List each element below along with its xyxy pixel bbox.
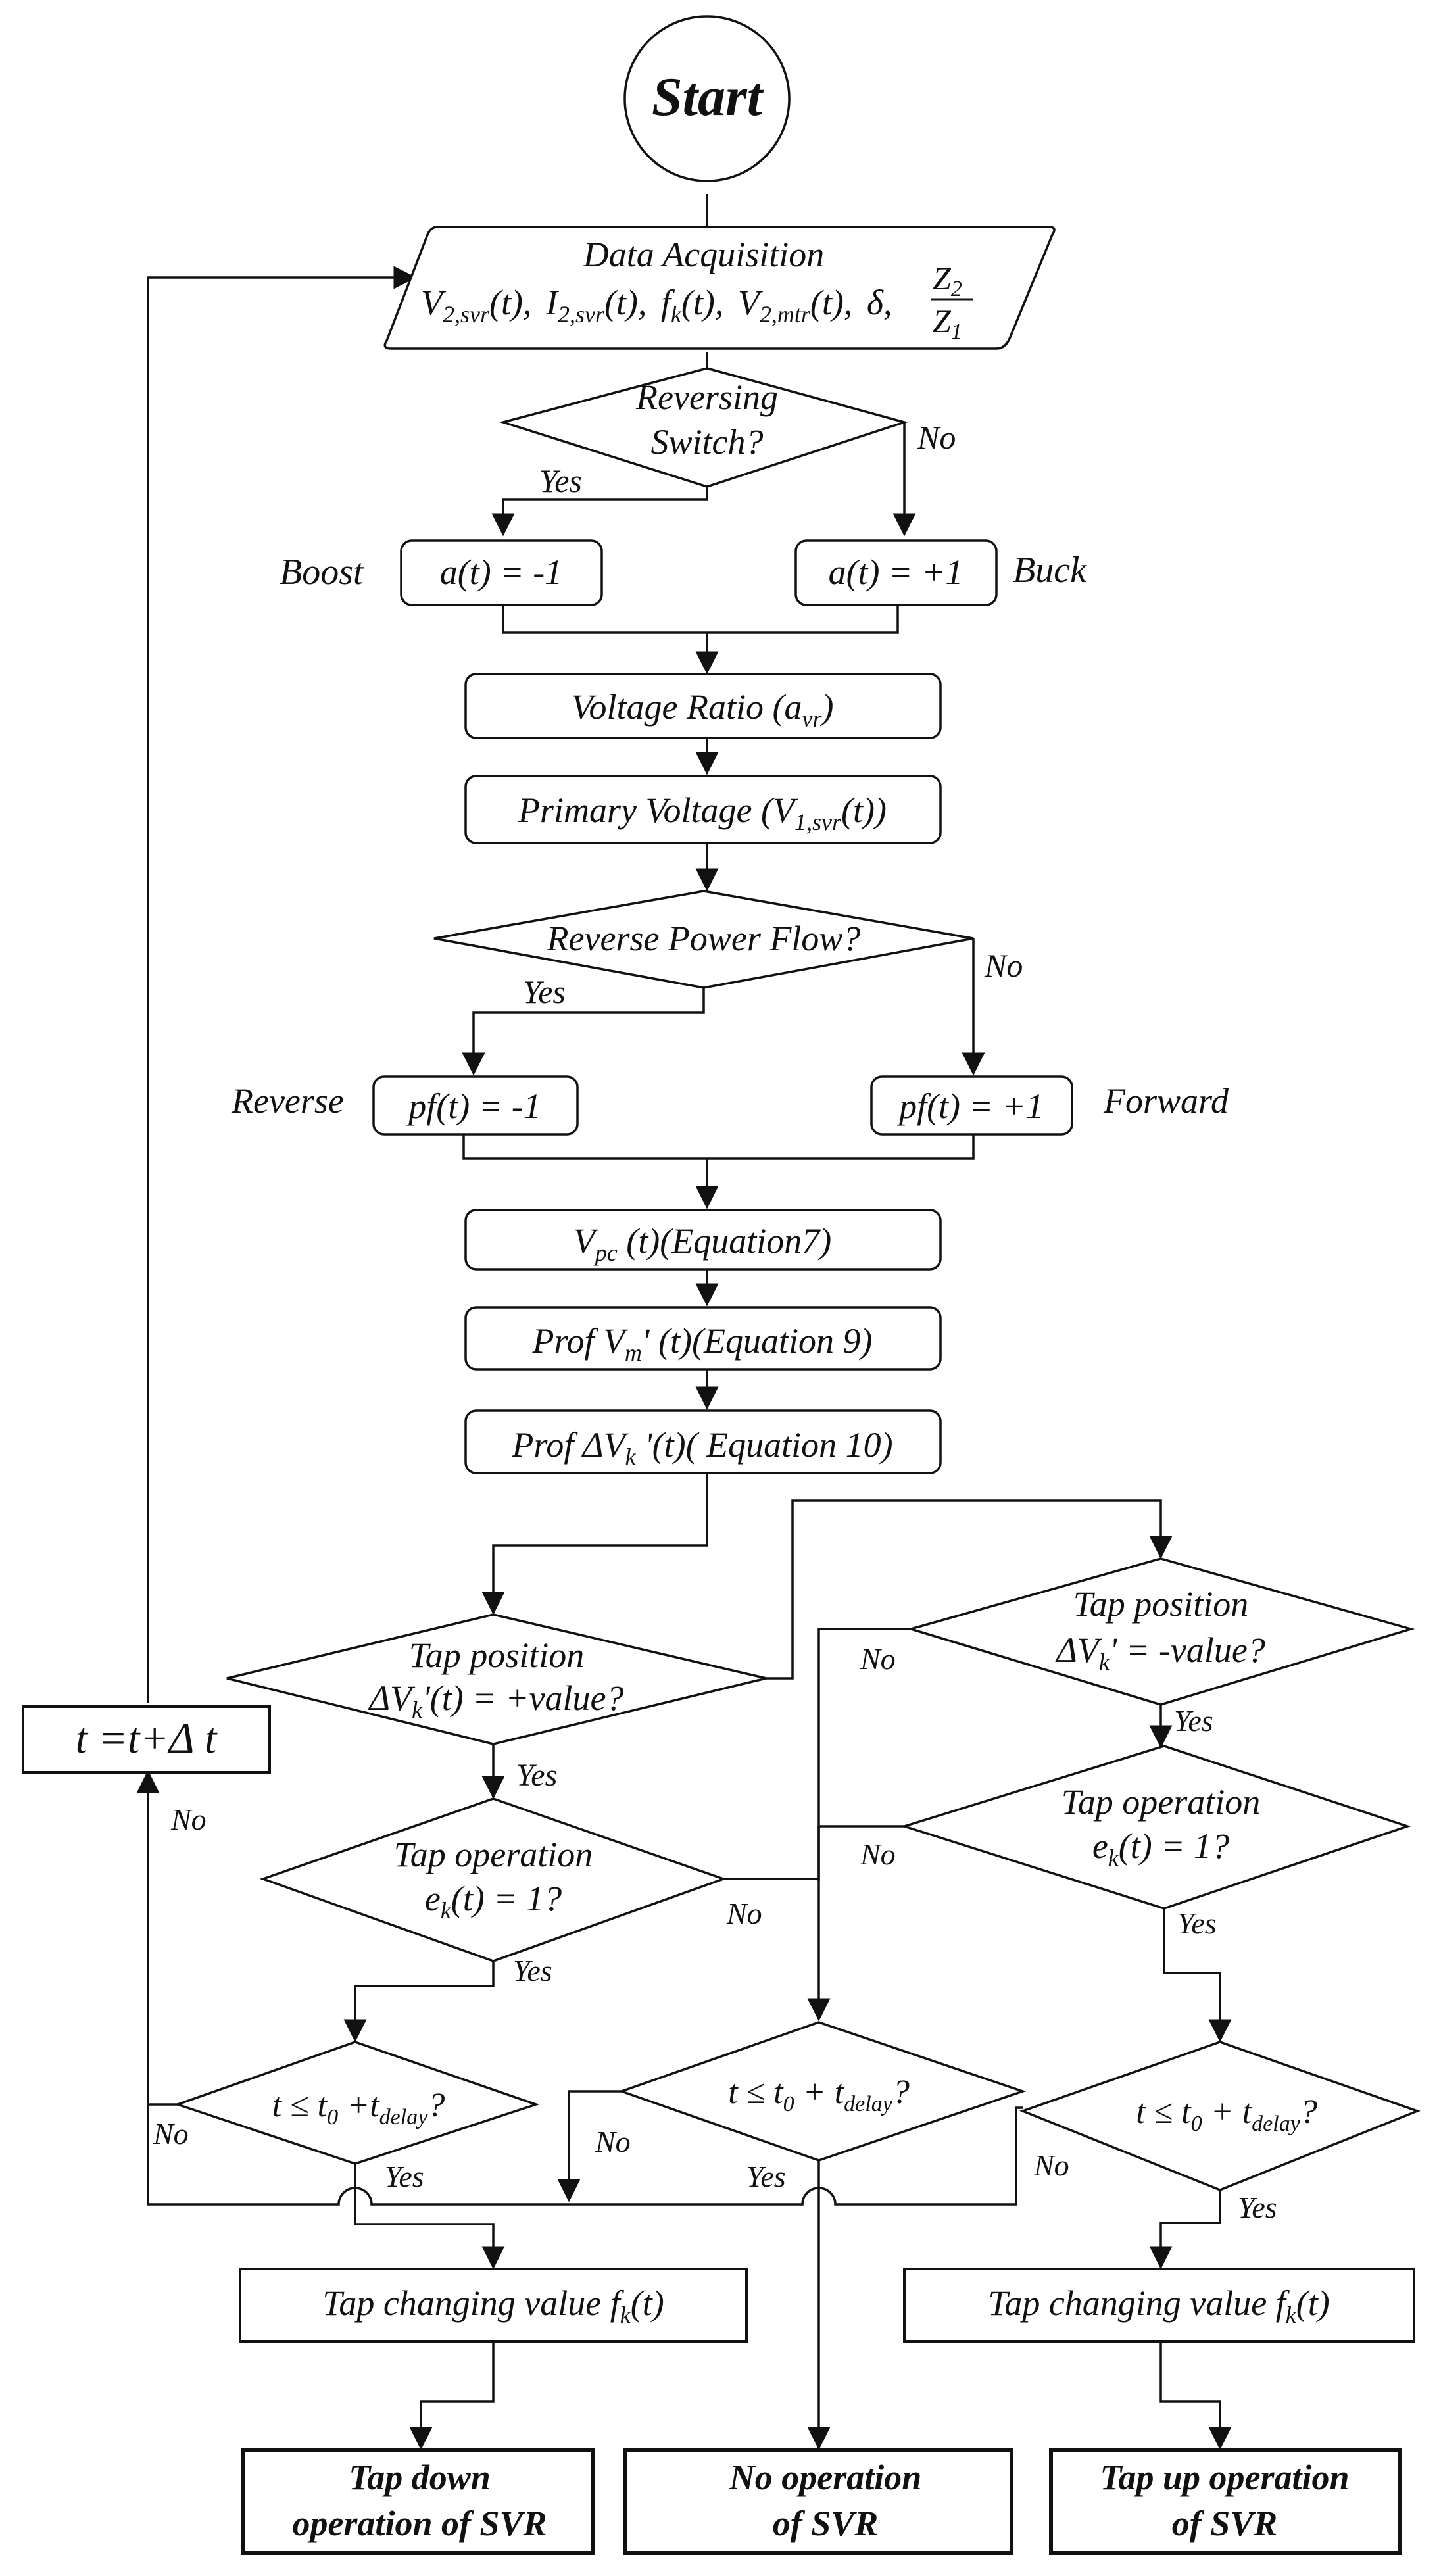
svg-text:ek(t) = 1?: ek(t) = 1? (425, 1879, 562, 1924)
vpc-box: Vpc (t)(Equation7) (464, 1209, 942, 1271)
tap-operation-left-no-label: No (726, 1897, 762, 1930)
tap-changing-left-box: Tap changing value fk(t) (239, 2268, 748, 2343)
reverse-power-flow-decision: Reverse Power Flow? Yes No (433, 890, 1023, 1010)
svg-text:ΔVk'(t) = +value?: ΔVk'(t) = +value? (368, 1678, 623, 1723)
boost-box: a(t) = -1 Boost (280, 539, 603, 606)
svg-text:operation of SVR: operation of SVR (292, 2504, 547, 2543)
reversing-switch-decision: Reversing Switch? Yes No (499, 367, 956, 499)
connectors (136, 194, 1232, 2450)
svg-text:a(t) = +1: a(t) = +1 (829, 552, 963, 592)
tap-position-minus-no-label: No (860, 1642, 896, 1676)
svg-text:No operation: No operation (729, 2458, 922, 2497)
svg-text:Tap changing value fk(t): Tap changing value fk(t) (322, 2283, 664, 2328)
z2-numerator: Z2 (933, 260, 962, 301)
svg-text:t =t+Δ t: t =t+Δ t (76, 1714, 218, 1762)
data-acquisition-node: Data Acquisition V2,svr(t), I2,svr(t), f… (383, 226, 1056, 350)
delay-left-no-label: No (153, 2117, 189, 2151)
reverse-box: pf(t) = -1 Reverse (231, 1075, 579, 1136)
svg-text:Voltage Ratio (avr): Voltage Ratio (avr) (572, 687, 834, 732)
prof-dvk-box: Prof ΔVk '(t)( Equation 10) (464, 1409, 942, 1474)
svg-text:t ≤ t0 +tdelay?: t ≤ t0 +tdelay? (272, 2087, 445, 2129)
tap-operation-left-decision: Tap operation ek(t) = 1? No Yes (259, 1797, 762, 1987)
data-acquisition-title: Data Acquisition (583, 235, 825, 274)
delay-right-decision: t ≤ t0 + tdelay? No Yes (1019, 2041, 1421, 2224)
svg-text:Prof ΔVk '(t)( Equation 10): Prof ΔVk '(t)( Equation 10) (511, 1425, 892, 1470)
svg-text:Primary Voltage (V1,svr(t)): Primary Voltage (V1,svr(t)) (518, 790, 887, 835)
start-label: Start (652, 66, 764, 128)
forward-box: pf(t) = +1 Forward (870, 1075, 1229, 1136)
reversing-no-label: No (917, 419, 956, 456)
delay-mid-no-label: No (595, 2125, 631, 2158)
delay-right-no-label: No (1033, 2149, 1069, 2182)
svg-text:of SVR: of SVR (773, 2504, 879, 2543)
svg-text:Tap down: Tap down (349, 2458, 491, 2497)
z1-denominator: Z1 (933, 303, 962, 344)
svg-text:Tap up operation: Tap up operation (1100, 2458, 1349, 2497)
primary-voltage-box: Primary Voltage (V1,svr(t)) (464, 775, 942, 844)
svg-text:t ≤ t0 + tdelay?: t ≤ t0 + tdelay? (728, 2074, 910, 2116)
svg-text:ΔVk' = -value?: ΔVk' = -value? (1055, 1630, 1265, 1675)
svg-text:t ≤ t0 + tdelay?: t ≤ t0 + tdelay? (1136, 2093, 1317, 2136)
reversing-yes-label: Yes (539, 462, 582, 499)
svg-text:Prof Vm' (t)(Equation 9): Prof Vm' (t)(Equation 9) (532, 1321, 873, 1366)
delay-left-decision: t ≤ t0 +tdelay? No Yes (153, 2041, 540, 2193)
data-acquisition-variables: V2,svr(t), I2,svr(t), fk(t), V2,mtr(t), … (421, 283, 892, 328)
svg-text:pf(t) = -1: pf(t) = -1 (406, 1086, 541, 1126)
delay-right-yes-label: Yes (1238, 2191, 1277, 2224)
tap-operation-right-decision: Tap operation ek(t) = 1? No Yes (860, 1745, 1411, 1940)
svg-text:Reverse Power Flow?: Reverse Power Flow? (547, 919, 861, 958)
no-operation-terminal: No operation of SVR (623, 2448, 1013, 2555)
tap-position-plus-yes-label: Yes (516, 1758, 557, 1793)
tap-operation-right-no-label: No (860, 1837, 896, 1871)
time-increment-box: t =t+Δ t No (22, 1705, 271, 1836)
svg-text:Reversing: Reversing (635, 377, 778, 417)
svg-text:Switch?: Switch? (651, 422, 764, 462)
boost-side-label: Boost (280, 552, 364, 593)
svg-text:Tap position: Tap position (409, 1636, 585, 1675)
svg-text:of SVR: of SVR (1172, 2504, 1278, 2543)
buck-side-label: Buck (1013, 550, 1087, 591)
reverse-power-flow-no-label: No (984, 947, 1023, 984)
prof-vm-box: Prof Vm' (t)(Equation 9) (464, 1306, 942, 1371)
svg-text:pf(t) = +1: pf(t) = +1 (896, 1086, 1044, 1126)
time-increment-no-label: No (170, 1803, 207, 1836)
delay-left-yes-label: Yes (385, 2160, 424, 2193)
svg-text:Tap operation: Tap operation (1061, 1782, 1261, 1822)
tap-operation-right-yes-label: Yes (1177, 1907, 1217, 1940)
reverse-side-label: Reverse (231, 1081, 344, 1121)
svg-text:a(t) = -1: a(t) = -1 (440, 552, 562, 592)
forward-side-label: Forward (1103, 1081, 1229, 1121)
buck-box: a(t) = +1 Buck (794, 539, 1087, 606)
tap-position-plus-decision: Tap position ΔVk'(t) = +value? Yes (226, 1613, 767, 1793)
tap-changing-right-box: Tap changing value fk(t) (903, 2268, 1415, 2343)
start-node: Start (623, 15, 791, 182)
delay-mid-yes-label: Yes (746, 2160, 786, 2193)
svg-text:Tap operation: Tap operation (394, 1835, 593, 1874)
svg-text:Vpc (t)(Equation7): Vpc (t)(Equation7) (573, 1221, 831, 1266)
tap-position-minus-decision: Tap position ΔVk' = -value? No Yes (860, 1557, 1415, 1738)
tap-operation-left-yes-label: Yes (513, 1954, 552, 1987)
reverse-power-flow-yes-label: Yes (523, 973, 566, 1010)
svg-text:Tap changing value fk(t): Tap changing value fk(t) (988, 2283, 1329, 2328)
svg-text:ek(t) = 1?: ek(t) = 1? (1092, 1826, 1229, 1871)
svg-text:Tap position: Tap position (1073, 1584, 1249, 1624)
delay-mid-decision: t ≤ t0 + tdelay? No Yes (595, 2021, 1027, 2193)
voltage-ratio-box: Voltage Ratio (avr) (464, 673, 942, 739)
tap-up-terminal: Tap up operation of SVR (1049, 2448, 1402, 2555)
tap-down-terminal: Tap down operation of SVR (241, 2448, 595, 2555)
tap-position-minus-yes-label: Yes (1174, 1704, 1213, 1738)
